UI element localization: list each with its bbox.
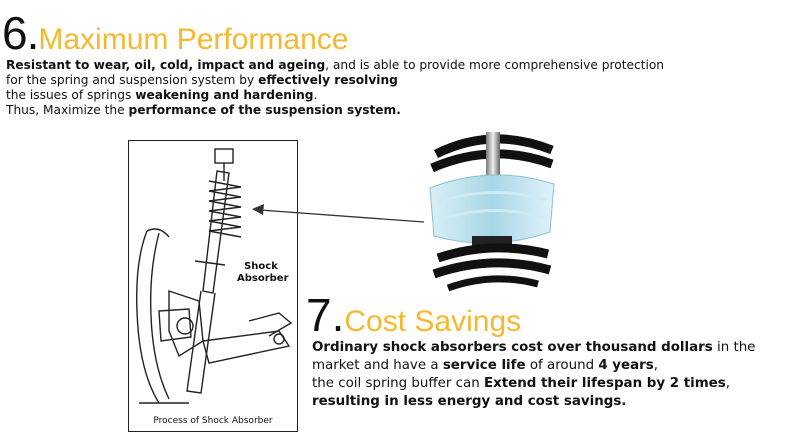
section-7-line: resulting in less energy and cost saving… (312, 393, 807, 411)
text-run: , (725, 376, 730, 391)
section-7-title: Cost Savings (344, 305, 522, 338)
text-run: performance of the suspension system. (128, 103, 401, 117)
shock-absorber-drawing (136, 148, 293, 404)
diagram-caption: Process of Shock Absorber (153, 416, 273, 426)
text-run: for the spring and suspension system by (6, 73, 259, 87)
text-run: , (653, 358, 658, 373)
section-7-line: the coil spring buffer can Extend their … (312, 375, 807, 393)
diagram-label-line: Absorber (237, 273, 289, 284)
section-6-line: Resistant to wear, oil, cold, impact and… (6, 58, 806, 73)
pointer-arrow (252, 204, 425, 223)
section-6-number: 6. (2, 7, 39, 59)
text-run: of around (525, 358, 599, 373)
text-run: . (313, 88, 318, 102)
section-6-heading: 6.Maximum Performance (2, 6, 348, 60)
text-run: in the (712, 340, 756, 355)
text-run: Thus, Maximize the (6, 103, 129, 117)
text-run: the issues of springs (6, 88, 136, 102)
text-run: resulting in less energy and cost saving… (312, 394, 627, 409)
text-run: Extend their lifespan by 2 times (483, 376, 726, 391)
section-7-heading: 7.Cost Savings (306, 288, 521, 342)
section-7-line: Ordinary shock absorbers cost over thous… (312, 339, 807, 357)
text-run: weakening and hardening (135, 88, 314, 102)
diagram-label-line: Shock (244, 261, 278, 272)
coil-spring-buffer-photo (429, 132, 555, 292)
section-6-line: for the spring and suspension system by … (6, 73, 806, 88)
shock-absorber-diagram: Shock Absorber Process of Shock Absorber (128, 140, 298, 432)
section-7-line: market and have a service life of around… (312, 357, 807, 375)
section-6-body: Resistant to wear, oil, cold, impact and… (6, 58, 806, 118)
section-7-number: 7. (306, 289, 345, 341)
section-7-body: Ordinary shock absorbers cost over thous… (312, 339, 807, 411)
text-run: market and have a (312, 358, 443, 373)
text-run: service life (442, 358, 526, 373)
text-run: , and is able to provide more comprehens… (325, 58, 665, 72)
text-run: effectively resolving (258, 73, 398, 87)
text-run: Ordinary shock absorbers cost over thous… (312, 340, 713, 355)
section-6-title: Maximum Performance (38, 23, 349, 56)
text-run: 4 years (598, 358, 654, 373)
section-6-line: the issues of springs weakening and hard… (6, 88, 806, 103)
section-6-line: Thus, Maximize the performance of the su… (6, 103, 806, 118)
diagram-label-shock-absorber: Shock Absorber (237, 261, 289, 285)
text-run: Resistant to wear, oil, cold, impact and… (6, 58, 326, 72)
text-run: the coil spring buffer can (312, 376, 484, 391)
